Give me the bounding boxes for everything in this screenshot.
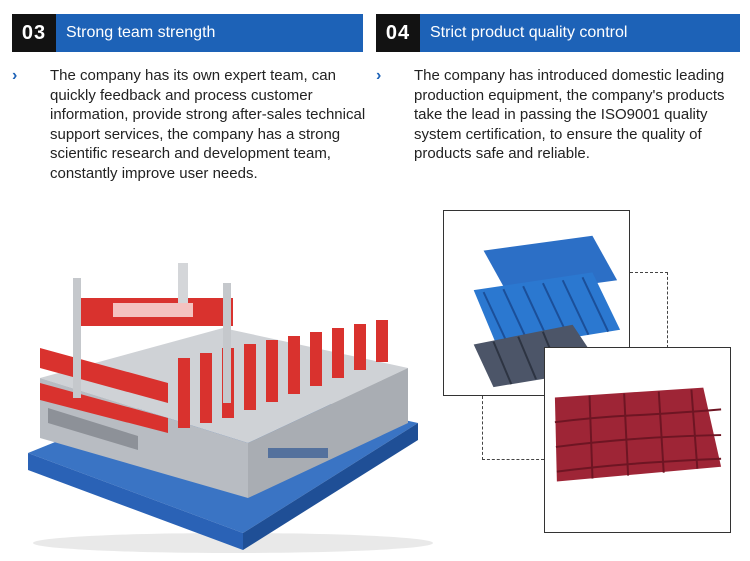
roll-forming-machine-image (28, 263, 433, 553)
section-04-header: 04 Strict product quality control (376, 14, 740, 52)
section-04-paragraph: › The company has introduced domestic le… (376, 66, 744, 164)
chevron-right-icon: › (376, 67, 382, 84)
glazed-tile-panel-image (544, 347, 731, 533)
section-04-text: The company has introduced domestic lead… (414, 67, 725, 162)
section-03-header: 03 Strong team strength (12, 14, 363, 52)
section-03-paragraph: › The company has its own expert team, c… (12, 66, 372, 183)
chevron-right-icon: › (12, 67, 18, 84)
section-03-text: The company has its own expert team, can… (50, 67, 366, 182)
section-03-title: Strong team strength (56, 14, 363, 52)
section-04-number: 04 (376, 14, 420, 52)
section-04-title: Strict product quality control (420, 14, 740, 52)
section-03-number: 03 (12, 14, 56, 52)
connector-dashed-left (482, 396, 544, 460)
connector-dashed-right (630, 272, 668, 348)
